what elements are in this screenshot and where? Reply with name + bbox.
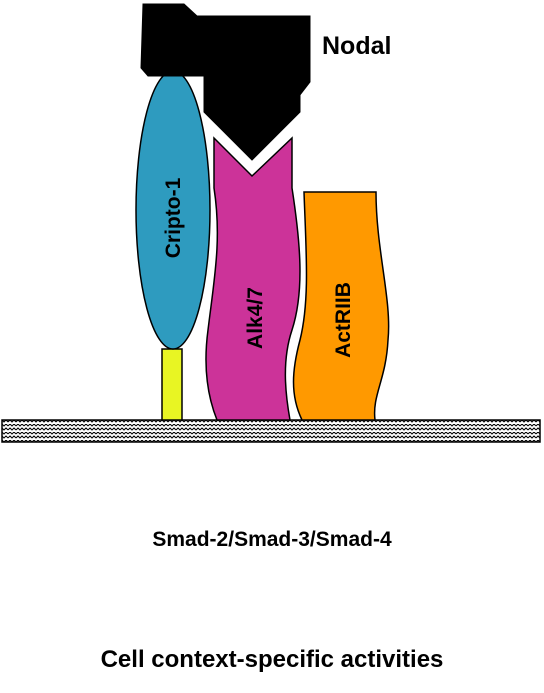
actriib-label: ActRIIB [332, 282, 355, 358]
actriib-receptor [292, 191, 390, 421]
smad-pathway-label: Smad-2/Smad-3/Smad-4 [152, 528, 392, 551]
alk4-7-label: Alk4/7 [244, 287, 267, 349]
alk4-7-receptor [205, 136, 301, 421]
cell-activities-label: Cell context-specific activities [100, 646, 444, 673]
cripto-1-anchor [161, 348, 183, 421]
cripto-1-label: Cripto-1 [162, 177, 185, 258]
nodal-label: Nodal [322, 32, 391, 60]
cell-membrane [1, 419, 541, 443]
nodal-ligand [140, 3, 311, 161]
